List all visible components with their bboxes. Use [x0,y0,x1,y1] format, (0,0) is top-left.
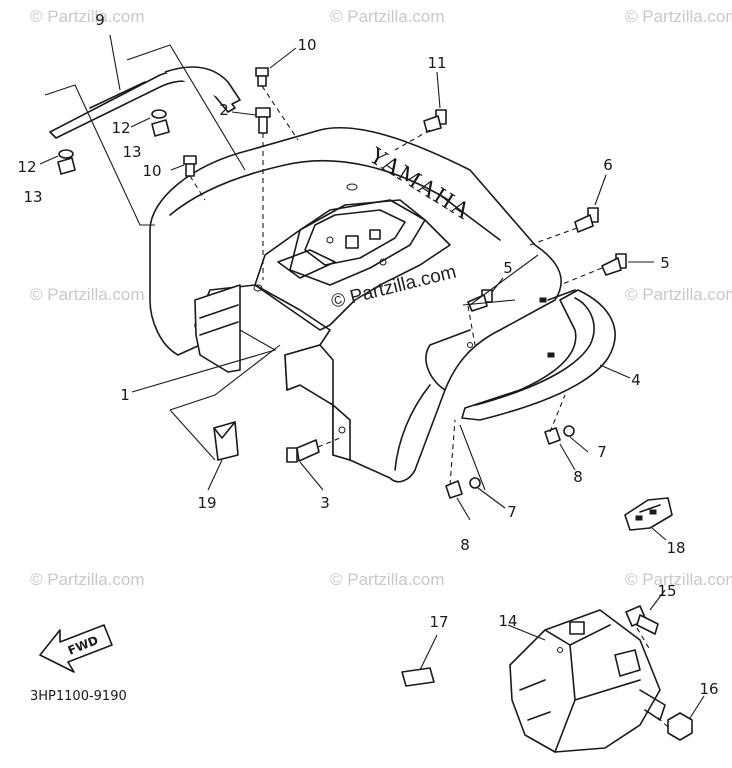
callout-11: 11 [427,54,446,72]
bolt-10-upper [255,67,269,87]
callout-16: 16 [699,680,718,698]
callout-13: 13 [122,143,141,161]
callout-10: 10 [297,36,316,54]
callout-18: 18 [666,539,685,557]
callout-5: 5 [503,259,513,277]
washer-12-lower [58,149,74,159]
bolt-5-right [601,253,627,276]
callout-4: 4 [631,371,641,389]
callout-8: 8 [573,468,583,486]
bolt-15 [625,605,659,635]
callout-7: 7 [507,503,517,521]
callout-5: 5 [660,254,670,272]
callout-labels: 9 10 2 12 13 10 12 13 11 6 5 5 4 7 8 7 8… [17,11,718,698]
watermark: © Partzilla.com [330,7,445,26]
callout-13: 13 [23,188,42,206]
watermark-layer: © Partzilla.com © Partzilla.com © Partzi… [30,7,732,589]
callout-12: 12 [17,158,36,176]
pad-17 [401,667,435,687]
clip-19 [213,421,239,461]
assembly-lines [189,85,669,728]
callout-6: 6 [603,156,613,174]
callout-1: 1 [120,386,130,404]
washer-7-left [469,477,481,489]
bolt-3 [286,439,320,463]
rear-bar [461,289,616,421]
nut-8-left [445,480,463,499]
grab-strip [49,66,241,139]
callout-14: 14 [498,612,517,630]
fwd-arrow: FWD [39,624,113,673]
bracket-18 [624,497,673,531]
bolt-6 [574,207,599,233]
callout-9: 9 [95,11,105,29]
watermark: © Partzilla.com [625,7,732,26]
callout-19: 19 [197,494,216,512]
bolt-10-lower [183,155,197,177]
callout-8: 8 [460,536,470,554]
watermark: © Partzilla.com [330,570,445,589]
watermark: © Partzilla.com [625,570,732,589]
bolt-11 [423,109,447,133]
storage-box [509,609,666,753]
watermark: © Partzilla.com [625,285,732,304]
nut-13-upper [151,119,170,137]
watermark: © Partzilla.com [30,7,145,26]
callout-17: 17 [429,613,448,631]
callout-12: 12 [111,119,130,137]
callout-3: 3 [320,494,330,512]
callout-7: 7 [597,443,607,461]
nut-16 [667,712,693,741]
fasteners [57,67,693,741]
callout-2: 2 [219,101,229,119]
callout-15: 15 [657,582,676,600]
bolt-2 [255,107,271,134]
nut-13-lower [57,157,76,175]
watermark: © Partzilla.com [30,570,145,589]
watermark: © Partzilla.com [30,285,145,304]
nut-8-right [544,427,561,445]
washer-7-right [563,425,575,437]
diagram-code: 3HP1100-9190 [30,689,127,704]
leader-lines [39,34,705,719]
washer-12-upper [151,109,167,119]
callout-10: 10 [142,162,161,180]
